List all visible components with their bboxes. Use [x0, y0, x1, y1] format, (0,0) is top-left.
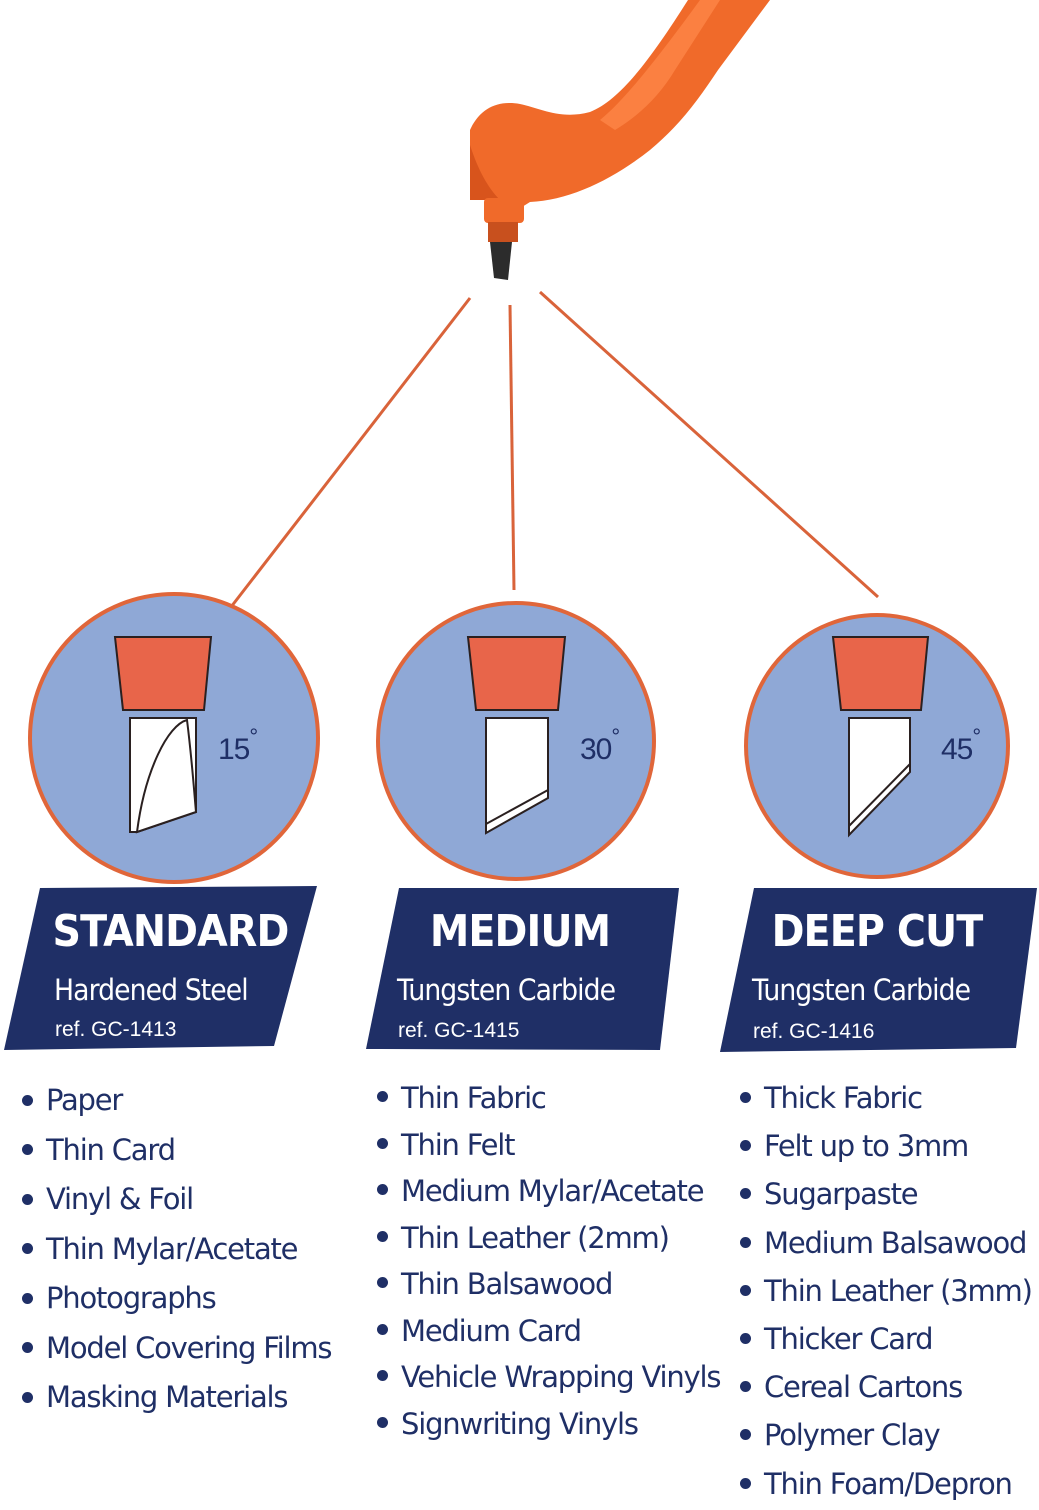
list-item: Thicker Card: [738, 1317, 1032, 1365]
blade-ref: ref. GC-1415: [398, 1019, 520, 1042]
list-item: Thin Fabric: [375, 1076, 720, 1123]
blade-circle-30: [376, 601, 656, 881]
angle-label-15: 15°: [218, 724, 258, 766]
blade-material: Tungsten Carbide: [752, 973, 971, 1007]
list-item: Felt up to 3mm: [738, 1124, 1032, 1172]
list-item: Thin Balsawood: [375, 1262, 720, 1309]
list-item: Cereal Cartons: [738, 1365, 1032, 1413]
connector-lines: [229, 290, 880, 608]
blade-material: Tungsten Carbide: [397, 973, 616, 1007]
banner-standard: [4, 886, 317, 1050]
banner-medium: [366, 888, 679, 1050]
list-item: Polymer Clay: [738, 1413, 1032, 1461]
list-item: Signwriting Vinyls: [375, 1402, 720, 1449]
list-item: Photographs: [20, 1276, 331, 1326]
blade-ref: ref. GC-1413: [55, 1018, 177, 1041]
list-item: Sugarpaste: [738, 1172, 1032, 1220]
list-item: Thin Felt: [375, 1123, 720, 1170]
list-item: Model Covering Films: [20, 1326, 333, 1376]
materials-list-standard: Paper Thin Card Vinyl & Foil Thin Mylar/…: [20, 1078, 333, 1425]
list-item: Thin Foam/Depron: [738, 1462, 1032, 1510]
list-item: Thin Leather (3mm): [738, 1269, 1033, 1317]
list-item: Vehicle Wrapping Vinyls: [375, 1355, 721, 1402]
list-item: Medium Mylar/Acetate: [375, 1169, 720, 1216]
angle-label-30: 30°: [580, 724, 620, 766]
list-item: Medium Card: [375, 1309, 720, 1356]
list-item: Medium Balsawood: [738, 1221, 1032, 1269]
list-item: Thin Leather (2mm): [375, 1216, 720, 1263]
blade-name: STANDARD: [52, 906, 290, 957]
banner-deep-cut: [720, 888, 1037, 1052]
list-item: Thin Card: [20, 1128, 331, 1178]
angle-label-45: 45°: [941, 724, 981, 766]
blade-material: Hardened Steel: [54, 973, 249, 1007]
list-item: Thin Mylar/Acetate: [20, 1227, 331, 1277]
list-item: Masking Materials: [20, 1375, 331, 1425]
blade-circle-15: [28, 592, 320, 884]
list-item: Paper: [20, 1078, 331, 1128]
materials-list-medium: Thin Fabric Thin Felt Medium Mylar/Aceta…: [375, 1076, 721, 1449]
list-item: Vinyl & Foil: [20, 1177, 331, 1227]
list-item: Thick Fabric: [738, 1076, 1032, 1124]
blade-name: DEEP CUT: [771, 906, 984, 957]
materials-list-deep-cut: Thick Fabric Felt up to 3mm Sugarpaste M…: [738, 1076, 1033, 1510]
cutting-tool-image: [470, 0, 770, 280]
blade-ref: ref. GC-1416: [753, 1020, 875, 1043]
blade-name: MEDIUM: [429, 906, 611, 957]
blade-circle-45: [744, 613, 1010, 879]
